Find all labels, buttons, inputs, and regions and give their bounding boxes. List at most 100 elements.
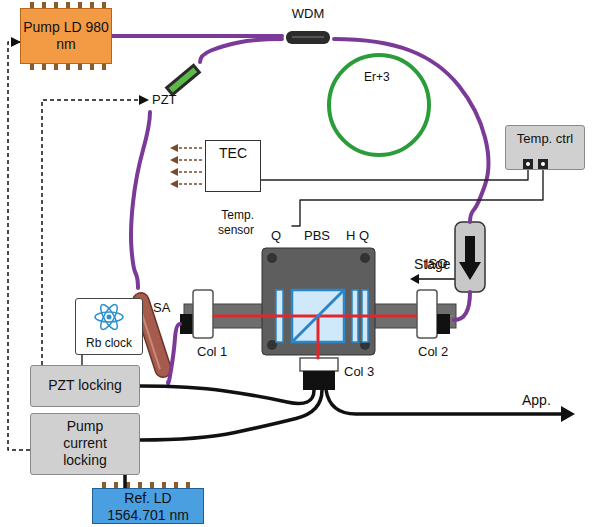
node-label: WDM [282, 6, 334, 22]
wdm-coupler [286, 31, 330, 44]
terminal [523, 159, 533, 169]
collimator [193, 290, 213, 338]
pbs-block [262, 248, 375, 355]
cable-line [140, 390, 322, 440]
collimator [180, 290, 450, 390]
node-label: Pump LD 980 nm [21, 19, 111, 53]
cable-line [140, 386, 314, 404]
atom-icon [98, 302, 121, 331]
laser-pins [102, 64, 106, 70]
collimator: Col 1 [180, 288, 214, 340]
node-label: PZT locking [31, 377, 139, 394]
fiber-path [168, 324, 180, 384]
rb-clock: Rb clock [75, 298, 143, 355]
pzt-actuator [165, 63, 202, 97]
erbium-fiber: Er+3 [326, 52, 432, 158]
laser-pins [30, 2, 190, 488]
wdm-coupler [286, 31, 330, 44]
laser-pins [42, 64, 46, 70]
laser-pins [66, 64, 70, 70]
heat-arrows [170, 156, 178, 164]
output-arrow [326, 390, 575, 422]
collimator: Col 3 [298, 358, 340, 390]
node-label: Temp. sensor [196, 208, 254, 238]
node-label: TEC [206, 145, 260, 162]
output-arrow [561, 406, 575, 422]
node-label: Er+3 [364, 70, 390, 85]
node-label: Q [271, 228, 281, 244]
collimator [303, 371, 335, 390]
pbs-block [267, 253, 277, 263]
stage-arrow [418, 278, 458, 280]
laser-beam [375, 315, 416, 318]
heat-arrows [177, 171, 202, 173]
isolator [459, 236, 481, 280]
laser-beam [214, 315, 262, 318]
laser-beam [317, 355, 320, 358]
node-label: H Q [346, 228, 369, 244]
node-label: Ref. LD 1564.701 nm [104, 490, 192, 524]
fiber-path [200, 39, 282, 62]
heat-arrows [170, 144, 202, 188]
node-label: Pump current locking [50, 418, 120, 469]
cable-line [292, 170, 543, 226]
terminal [541, 162, 545, 166]
control-arrow [8, 42, 30, 450]
atom-icon [107, 315, 112, 320]
tec-box: TEC [205, 140, 261, 192]
reference-laser: Ref. LD 1564.701 nm [92, 488, 204, 524]
pbs-block [262, 248, 375, 355]
pbs-block [292, 290, 344, 342]
pzt-actuator [169, 67, 197, 92]
pzt-actuator: PZT [148, 62, 204, 112]
collimator [417, 290, 437, 338]
control-arrow [42, 100, 148, 365]
laser-pins [54, 64, 58, 70]
isolator [455, 222, 485, 292]
laser-pins [90, 64, 94, 70]
cable-line [261, 170, 528, 180]
node-label: SA [153, 300, 170, 316]
wdm-coupler: WDM [282, 6, 334, 46]
pbs-block [317, 316, 320, 355]
collimator [300, 358, 338, 371]
heat-arrows [170, 180, 178, 188]
cable-line [123, 475, 127, 488]
part-label: Stage [414, 256, 451, 273]
heat-arrows [170, 144, 178, 152]
locking-box: Pump current locking [30, 413, 140, 475]
wdm-coupler [292, 36, 324, 38]
stage-arrow [410, 274, 419, 284]
isolator [455, 222, 485, 292]
node-label: Temp. ctrl [506, 131, 584, 147]
fiber-path [112, 34, 282, 38]
output-arrow [326, 390, 562, 414]
fiber-path [131, 112, 150, 288]
terminal [538, 159, 548, 169]
heat-arrows [177, 147, 202, 149]
pzt-actuator [165, 63, 202, 97]
node-label: Col 1 [197, 344, 227, 360]
locking-box: PZT locking [30, 365, 140, 407]
heat-arrows [177, 159, 202, 161]
part-label: App. [522, 392, 551, 409]
node-label: PBS [304, 228, 330, 244]
pump-laser: Pump LD 980 nm [20, 8, 112, 64]
node-label: Col 2 [418, 344, 448, 360]
fiber-path [454, 292, 470, 320]
coil-outline [326, 52, 432, 158]
node-label: Rb clock [76, 336, 142, 351]
pbs-block [360, 253, 370, 263]
coil-outline [329, 55, 429, 155]
atom-icon [95, 302, 123, 331]
collimator: Col 2 [416, 288, 454, 340]
heat-arrows [170, 168, 178, 176]
atom-icon [95, 312, 123, 322]
heat-arrows [177, 183, 202, 185]
atom-icon [98, 302, 121, 331]
laser-pins [78, 64, 82, 70]
temp-controller: Temp. ctrl [505, 125, 585, 170]
laser-pins [30, 64, 34, 70]
terminal [526, 162, 530, 166]
